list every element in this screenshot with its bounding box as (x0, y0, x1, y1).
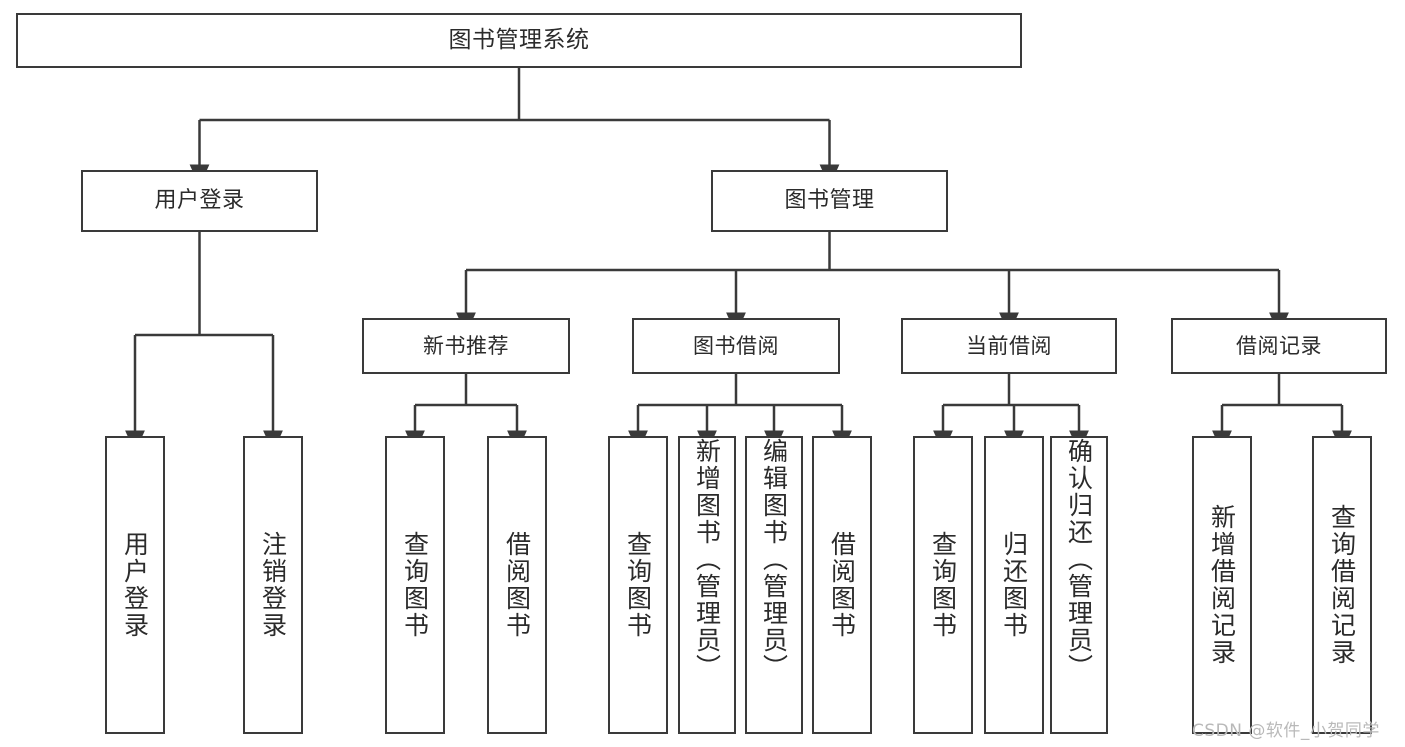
node-leaf-add-record[interactable]: 新增借阅记录 (1192, 436, 1252, 734)
node-label: 图书借阅 (693, 333, 779, 358)
node-book-borrow[interactable]: 图书借阅 (632, 318, 840, 374)
node-label: 用户登录 (154, 188, 245, 214)
node-root[interactable]: 图书管理系统 (16, 13, 1022, 68)
node-leaf-add-book[interactable]: 新增图书（管理员） (678, 436, 736, 734)
node-leaf-query-book-bor[interactable]: 查询图书 (608, 436, 668, 734)
node-leaf-logout[interactable]: 注销登录 (243, 436, 303, 734)
node-label: 编辑图书（管理员） (759, 438, 789, 681)
node-label: 借阅图书 (827, 531, 857, 639)
node-label: 归还图书 (999, 531, 1029, 639)
node-leaf-edit-book[interactable]: 编辑图书（管理员） (745, 436, 803, 734)
node-label: 查询图书 (400, 531, 430, 639)
node-current-borrow[interactable]: 当前借阅 (901, 318, 1117, 374)
node-label: 用户登录 (120, 531, 150, 639)
node-label: 新增借阅记录 (1207, 504, 1237, 666)
node-leaf-borrow-book-rec[interactable]: 借阅图书 (487, 436, 547, 734)
node-leaf-query-book-cur[interactable]: 查询图书 (913, 436, 973, 734)
node-leaf-confirm-return[interactable]: 确认归还（管理员） (1050, 436, 1108, 734)
node-label: 新增图书（管理员） (692, 438, 722, 681)
node-new-book-recommend[interactable]: 新书推荐 (362, 318, 570, 374)
node-label: 当前借阅 (966, 333, 1052, 358)
node-leaf-return-book[interactable]: 归还图书 (984, 436, 1044, 734)
node-label: 图书管理系统 (448, 26, 590, 53)
node-label: 查询图书 (623, 531, 653, 639)
node-leaf-query-book-rec[interactable]: 查询图书 (385, 436, 445, 734)
node-leaf-user-login[interactable]: 用户登录 (105, 436, 165, 734)
node-label: 查询借阅记录 (1327, 504, 1357, 666)
node-label: 图书管理 (784, 188, 875, 214)
node-book-management[interactable]: 图书管理 (711, 170, 948, 232)
node-label: 借阅图书 (502, 531, 532, 639)
node-label: 确认归还（管理员） (1064, 438, 1094, 681)
node-user-login[interactable]: 用户登录 (81, 170, 318, 232)
node-label: 新书推荐 (423, 333, 509, 358)
node-label: 查询图书 (928, 531, 958, 639)
node-leaf-query-record[interactable]: 查询借阅记录 (1312, 436, 1372, 734)
node-label: 借阅记录 (1236, 333, 1322, 358)
node-borrow-record[interactable]: 借阅记录 (1171, 318, 1387, 374)
node-label: 注销登录 (258, 531, 288, 639)
csdn-watermark: CSDN @软件_小贺同学 (1192, 721, 1380, 741)
node-leaf-borrow-book-bor[interactable]: 借阅图书 (812, 436, 872, 734)
